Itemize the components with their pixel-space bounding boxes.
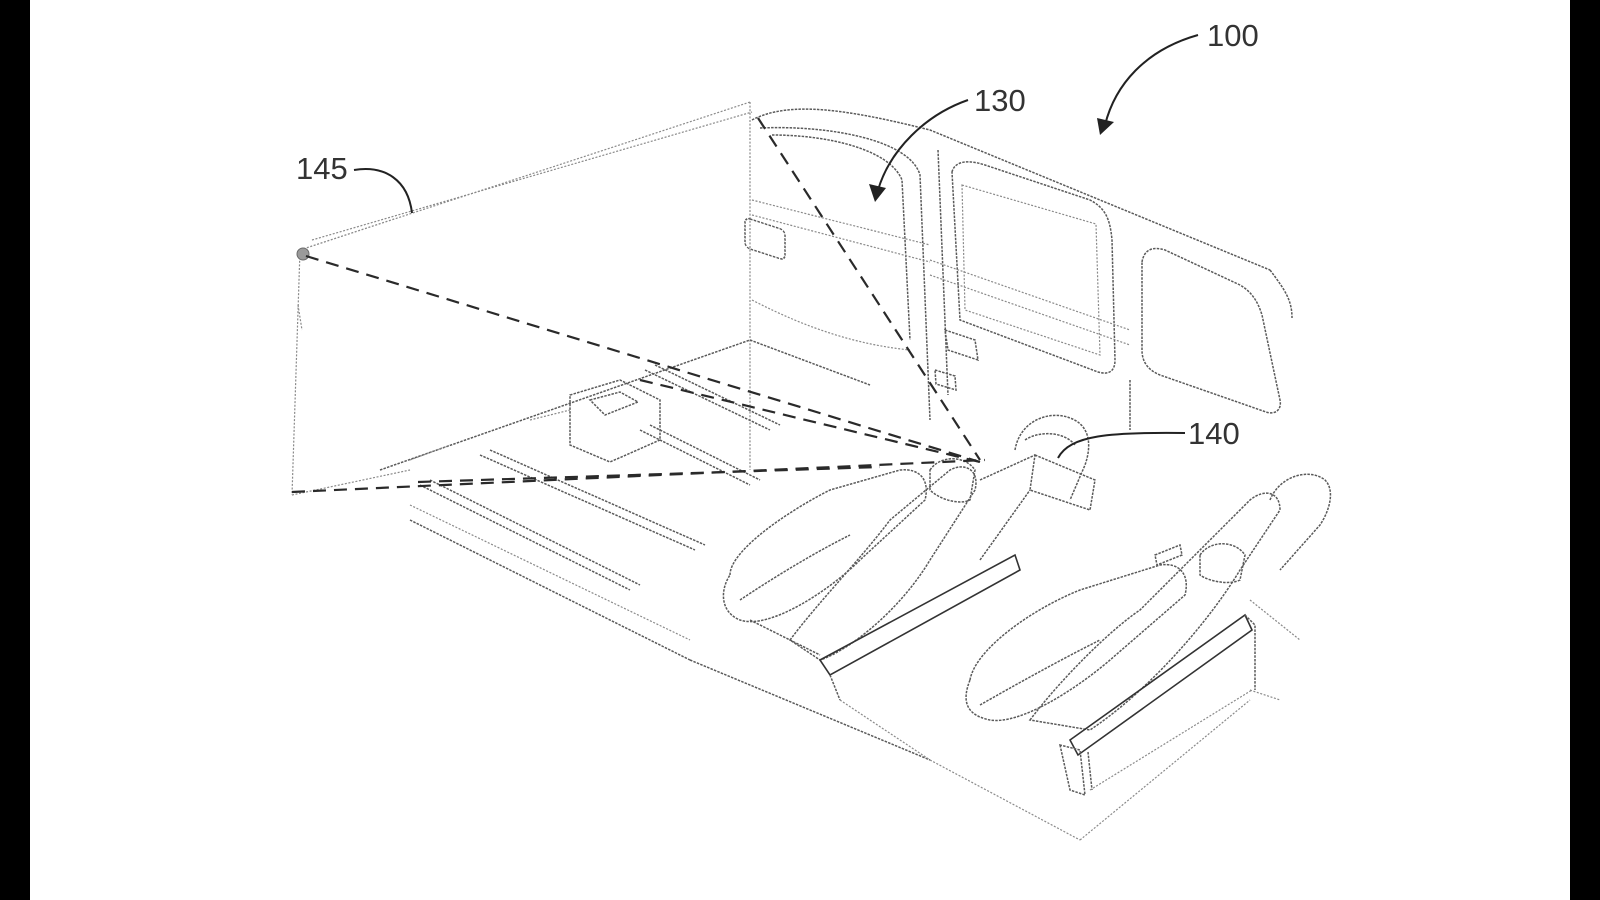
projection-rays — [291, 117, 986, 494]
reference-numeral-130: 130 — [974, 83, 1026, 118]
leader-145 — [353, 168, 413, 214]
arrow-100-icon — [1097, 118, 1114, 135]
leader-140 — [1057, 431, 1186, 459]
reference-numeral-140: 140 — [1188, 416, 1240, 451]
projection-screen — [291, 101, 753, 496]
arrow-130-icon — [869, 184, 886, 202]
seat-row-rear — [965, 473, 1332, 797]
reference-numeral-145: 145 — [296, 151, 348, 186]
vehicle-interior-drawing — [291, 34, 1332, 841]
leader-lines — [353, 34, 1199, 459]
rear-door-handle-icon — [944, 328, 979, 362]
projector-lens-icon — [296, 247, 310, 261]
patent-drawing: 100 130 145 140 — [30, 0, 1570, 900]
front-door-handle-icon — [744, 217, 786, 260]
seat-row-front — [722, 414, 1096, 761]
leader-130 — [877, 99, 969, 191]
reference-numeral-100: 100 — [1207, 18, 1259, 53]
seat-module-block — [1029, 453, 1096, 511]
leader-100 — [1104, 34, 1199, 126]
vehicle-floor — [379, 339, 1301, 841]
vehicle-body — [744, 108, 1293, 430]
